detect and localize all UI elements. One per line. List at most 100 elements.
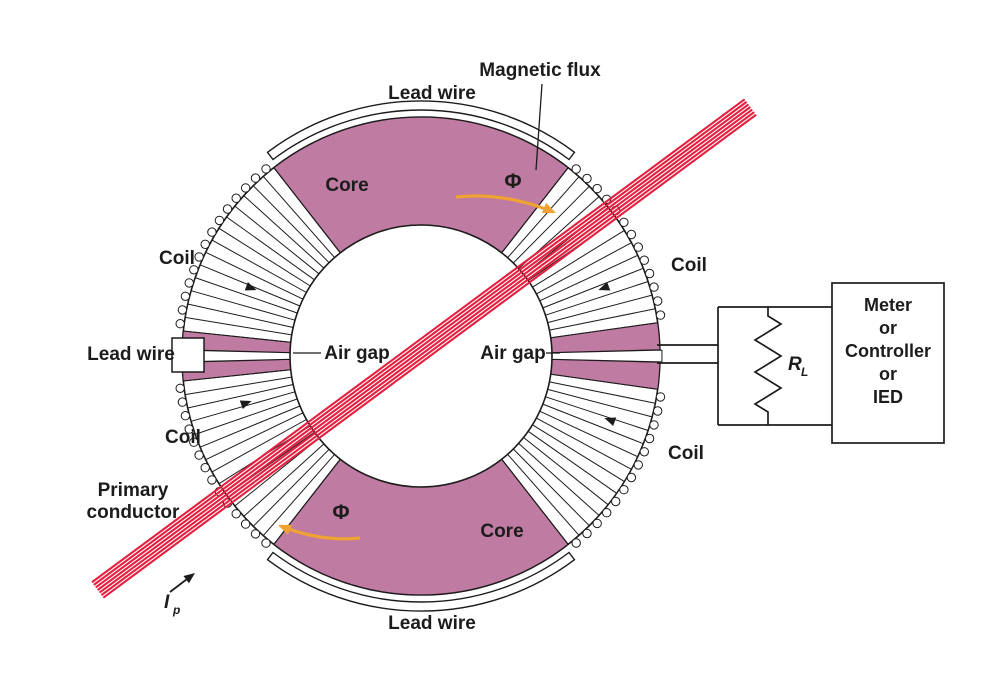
coil-upper-right-turn-bump (571, 164, 581, 174)
coil-upper-right-turn-bump (649, 282, 659, 292)
meter-box-line-2: or (879, 318, 897, 338)
arrows-group (169, 194, 617, 593)
primary-conductor-group (91, 98, 757, 599)
coil-upper-left-winding-line (226, 216, 315, 281)
coil-upper-left-turn-bump (177, 305, 188, 315)
coil-upper-left-winding-line (262, 176, 335, 258)
labels-group: Magnetic flux Lead wire Core Φ Coil Coil… (87, 60, 931, 634)
primary-current-label: I (164, 592, 170, 613)
meter-box-line-3: Controller (845, 341, 931, 361)
coil-lower-left-winding-line (195, 398, 298, 435)
coil-upper-right-turn-bump (653, 296, 663, 306)
coil-lower-right-winding-line (550, 373, 658, 390)
coil-upper-left-turn-bump (184, 278, 194, 288)
coil-lower-left-turn-bump (231, 509, 241, 519)
coil-lower-right-winding-line (523, 437, 609, 506)
coil-upper-left-winding-line (183, 330, 291, 343)
coil-upper-left-winding-line (205, 251, 304, 300)
coil-lower-left-turn-bump (189, 437, 199, 447)
winding-arrow-upper-right-icon (598, 282, 611, 291)
coil-upper-right-turn-bump (582, 173, 592, 184)
coil-upper-right-winding-line (512, 185, 590, 264)
flux-arrowhead-top-icon (541, 202, 556, 213)
load-resistor (753, 307, 783, 425)
coil-lower-left-turn-bump (180, 411, 191, 421)
coil-lower-right-turn-bump (655, 392, 666, 402)
phi-bottom-label: Φ (332, 501, 349, 524)
coil-lower-left-turn-bump (184, 424, 194, 434)
coil-upper-right-winding-line (507, 176, 580, 259)
meter-box (831, 282, 945, 444)
load-resistor-label: R (788, 354, 802, 375)
coil-lower-right-turn-bump (633, 460, 643, 470)
coil-lower-right-turn-bump (639, 447, 649, 457)
coil-lower-left-winding-line (252, 448, 330, 527)
coil-upper-left-turn-bump (214, 215, 225, 226)
coil-lower-left-turn-bump (240, 519, 251, 529)
core-top-label: Core (325, 175, 368, 196)
coil-lower-left-turn-bump (207, 475, 217, 485)
coil-upper-left-turn-bump (189, 265, 199, 275)
primary-current-subscript: p (172, 603, 180, 617)
coil-upper-left-turn-bump (180, 291, 191, 301)
coil-upper-right-label: Coil (671, 255, 707, 276)
primary-conductor-strand (98, 108, 753, 594)
coil-lower-right-turn-bump (571, 538, 581, 548)
coil-upper-left-turn-bump (207, 227, 217, 237)
winding-arrow-upper-left-icon (244, 282, 257, 291)
coil-lower-left-turn-bump (250, 529, 261, 539)
coil-upper-right-winding-line (542, 267, 644, 309)
coil-upper-left-winding-line (234, 205, 320, 275)
coil-lower-right-winding-line (545, 396, 649, 431)
coil-lower-left-winding-line (211, 419, 307, 473)
winding-arrow-lower-left-icon (239, 400, 252, 409)
primary-conductor-strand (91, 98, 746, 584)
lead-wire-top-label: Lead wire (388, 83, 476, 104)
primary-conductor-strand (93, 101, 748, 586)
primary-conductor-label-line2: conductor (87, 502, 180, 523)
meter-box-line-4: or (879, 364, 897, 384)
coil-upper-left-turn-bump (175, 319, 185, 329)
lead-wire-terminal (171, 337, 205, 373)
coil-lower-left-winding-line (205, 412, 304, 461)
coil-upper-right-turn-bump (619, 217, 629, 228)
lead-wire-arc-bottom (266, 551, 576, 612)
primary-conductor-strand (102, 113, 757, 599)
coil-upper-left-winding-line (190, 290, 296, 321)
coil-upper-left-label: Coil (159, 248, 195, 269)
coil-lower-right-turn-bump (644, 433, 655, 444)
coil-lower-right-turn-bump (582, 528, 592, 539)
coil-upper-right-winding-line (539, 254, 638, 302)
coil-upper-right-winding-line (536, 242, 632, 295)
primary-conductor-strand (97, 106, 751, 591)
coil-lower-right-winding-line (527, 430, 617, 494)
coil-upper-right-turn-bump (633, 242, 643, 252)
coil-upper-right-winding-line (549, 308, 656, 331)
coil-lower-left-winding-line (187, 384, 294, 409)
coil-lower-left-turn-bump (177, 397, 188, 407)
core-bottom-label: Core (480, 521, 523, 542)
coil-upper-left-turn-bump (240, 183, 251, 193)
magnetic-flux-label: Magnetic flux (479, 60, 601, 81)
coil-upper-right-winding-line (501, 167, 569, 254)
primary-current-arrowhead-icon (183, 573, 195, 584)
coil-lower-left-winding-line (243, 443, 325, 517)
flux-arrow-top (455, 194, 554, 214)
air-gap-right-label: Air gap (480, 343, 545, 364)
coil-lower-left-winding-line (262, 454, 335, 536)
coil-upper-left-turn-bump (261, 164, 271, 174)
coil-upper-right-turn-bump (639, 255, 649, 265)
coil-lower-right-winding-line (512, 448, 590, 527)
coil-upper-left-winding-line (218, 227, 311, 287)
coil-lower-right-turn-bump (602, 508, 612, 518)
coil-upper-right-turn-bump (655, 310, 666, 320)
coil-lower-right-winding-line (536, 417, 632, 470)
lead-wire-arc-top (266, 100, 576, 161)
coil-lower-left-winding-line (183, 369, 291, 382)
coil-lower-left-turn-bump (200, 463, 210, 473)
coil-lower-right-winding-line (549, 381, 656, 404)
lead-wire-left-label: Lead wire (87, 344, 175, 365)
coil-lower-left-label: Coil (165, 427, 201, 448)
